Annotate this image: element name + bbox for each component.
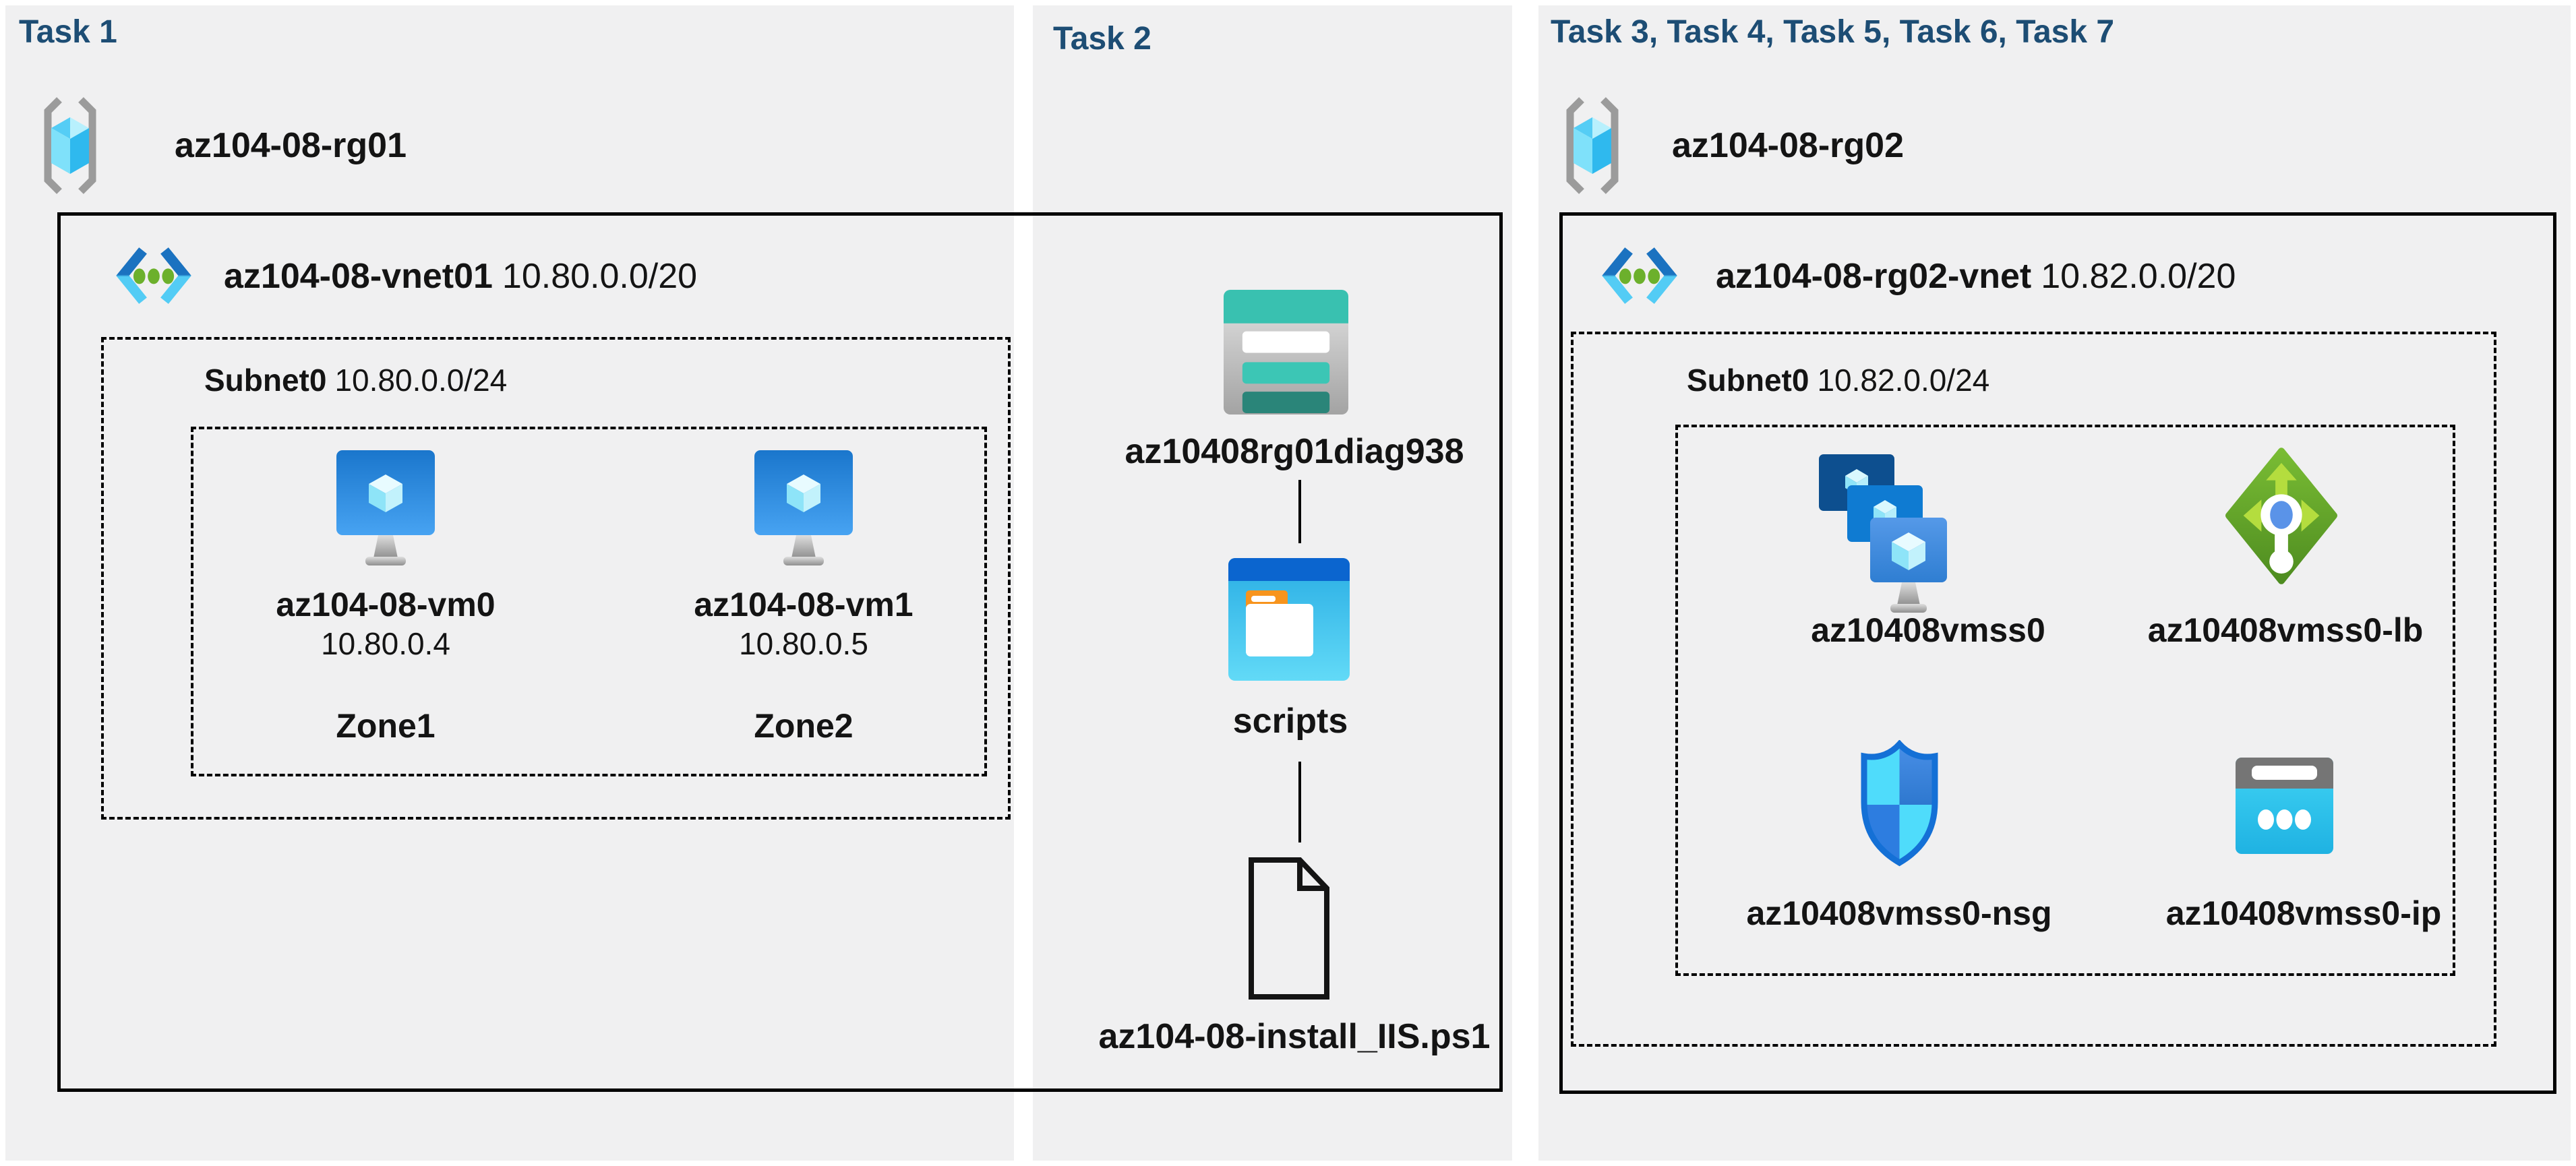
vm0-ip: 10.80.0.4 xyxy=(321,626,450,661)
lb-name: az10408vmss0-lb xyxy=(2147,611,2424,649)
task1-header: Task 1 xyxy=(19,14,117,50)
virtual-machine-icon xyxy=(335,449,436,570)
storage-account-icon xyxy=(1224,290,1348,415)
subnet0-rg02-name: Subnet0 xyxy=(1687,363,1809,398)
file-icon xyxy=(1246,856,1332,1001)
nsg-shield-icon xyxy=(1857,740,1942,867)
subnet0-rg01-name: Subnet0 xyxy=(204,363,327,398)
load-balancer-icon xyxy=(2225,446,2338,586)
public-ip-name: az10408vmss0-ip xyxy=(2165,894,2442,932)
vm1-ip: 10.80.0.5 xyxy=(739,626,868,661)
vnet01-name: az104-08-vnet01 xyxy=(224,257,493,296)
rg02-vnet-boundary xyxy=(1559,212,2556,1094)
task2-header: Task 2 xyxy=(1053,21,1151,57)
virtual-network-icon xyxy=(112,241,196,310)
vm0-name: az104-08-vm0 xyxy=(276,586,496,623)
nsg-name: az10408vmss0-nsg xyxy=(1746,894,2052,932)
script-file-name: az104-08-install_IIS.ps1 xyxy=(1098,1017,1491,1056)
vnet01-boundary xyxy=(57,212,1503,1092)
vnet01-cidr: 10.80.0.0/20 xyxy=(502,257,698,296)
vm-group-boundary xyxy=(191,427,987,776)
virtual-machine-icon xyxy=(753,449,854,570)
rg02-name: az104-08-rg02 xyxy=(1672,126,1904,165)
subnet0-rg02-boundary xyxy=(1571,332,2496,1047)
task3-header: Task 3, Task 4, Task 5, Task 6, Task 7 xyxy=(1551,14,2115,50)
rg02-vnet-cidr: 10.82.0.0/20 xyxy=(2041,257,2236,296)
vmss-name: az10408vmss0 xyxy=(1811,611,2045,649)
vmss-icon xyxy=(1819,452,1947,618)
vm1-zone: Zone2 xyxy=(754,707,853,745)
connector-storage-scripts xyxy=(1298,480,1301,543)
rg02-vnet-name: az104-08-rg02-vnet xyxy=(1716,257,2032,296)
storage-account-name: az10408rg01diag938 xyxy=(1125,432,1464,471)
panel-task3 xyxy=(1538,5,2571,1161)
rg01-label: az104-08-rg01 xyxy=(175,125,407,166)
resource-group-icon xyxy=(1561,96,1623,195)
public-ip-icon xyxy=(2236,758,2333,854)
subnet0-rg01-cidr: 10.80.0.0/24 xyxy=(334,363,508,398)
subnet0-rg02-cidr: 10.82.0.0/24 xyxy=(1817,363,1990,398)
connector-scripts-file xyxy=(1298,762,1301,842)
resource-group-icon xyxy=(39,96,101,195)
folder-icon xyxy=(1228,558,1350,681)
vmss-group-boundary xyxy=(1675,425,2455,976)
virtual-network-icon xyxy=(1598,241,1681,310)
vm0-zone: Zone1 xyxy=(336,707,436,745)
panel-task1 xyxy=(5,5,1014,1161)
folder-name: scripts xyxy=(1232,702,1348,741)
subnet0-rg01-boundary xyxy=(101,337,1011,820)
rg01-name: az104-08-rg01 xyxy=(175,126,407,165)
rg02-label: az104-08-rg02 xyxy=(1672,125,1904,166)
vm1-name: az104-08-vm1 xyxy=(694,586,913,623)
